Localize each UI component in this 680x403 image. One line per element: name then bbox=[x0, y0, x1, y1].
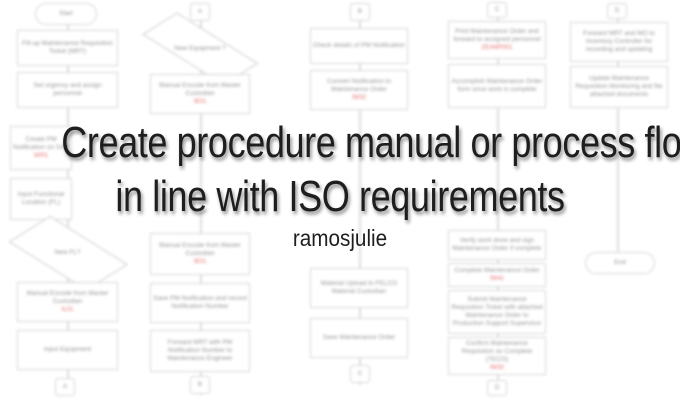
flowchart-node-label: B bbox=[197, 382, 202, 388]
flowchart-node-label: Create PM Notification on SAP bbox=[13, 136, 70, 151]
flowchart-conn: B bbox=[350, 3, 370, 21]
flowchart-node-label: C bbox=[494, 7, 500, 13]
flowchart-node-label: Manual Encode from Master Custodian bbox=[159, 82, 241, 97]
flow-connector-line bbox=[200, 7, 202, 395]
flowchart-node-label: New Equipment ? bbox=[174, 45, 226, 52]
flowchart-node-label: Complete Maintenance Order bbox=[454, 267, 540, 274]
flowchart-node-label: Input Functional Location (FL) bbox=[17, 191, 65, 206]
flowchart-box: Input Functional Location (FL) bbox=[10, 178, 72, 220]
flowchart-node-label: Fill-up Maintenance Requisition Ticket (… bbox=[22, 40, 113, 55]
flowchart-pill: End bbox=[585, 252, 655, 274]
flowchart-node-reference: IW41 bbox=[489, 276, 504, 282]
flowchart-box: Save Maintenance Order bbox=[310, 318, 408, 358]
flowchart-node-label: End bbox=[614, 259, 626, 266]
flowchart-node-label: Convert Notification to Maintenance Orde… bbox=[327, 78, 391, 93]
flowchart-node-label: D bbox=[614, 8, 620, 14]
flowchart-node-label: Check details of PM Notification bbox=[313, 42, 405, 49]
flowchart-node-reference: IW32 bbox=[489, 365, 504, 371]
flowchart-node-label: Update Maintenance Requisition Monitorin… bbox=[575, 75, 663, 98]
author-name: ramosjulie bbox=[292, 225, 388, 251]
flowchart-box: Material Upload to FELCO Material Custod… bbox=[310, 268, 408, 308]
flowchart-node-label: A bbox=[197, 9, 202, 15]
flowchart-node-label: Material Upload to FELCO Material Custod… bbox=[320, 280, 398, 295]
flowchart-node-label: Input Equipment bbox=[43, 346, 92, 353]
flowchart-box: Convert Notification to Maintenance Orde… bbox=[310, 70, 408, 110]
flowchart-node-label: Manual Encode from Master Custodian bbox=[159, 242, 241, 257]
flow-connector-line bbox=[359, 8, 361, 385]
flowchart-node-label: B bbox=[357, 9, 362, 15]
flowchart-box: Check details of PM Notification bbox=[310, 28, 408, 64]
flowchart-box: Input Equipment bbox=[17, 330, 118, 370]
flowchart-box: Set urgency and assign personnel bbox=[17, 72, 118, 108]
flowchart-node-label: Save Maintenance Order bbox=[322, 334, 396, 341]
flowchart-node-reference: IL01 bbox=[61, 307, 74, 313]
flowchart-box: Accomplish Maintenance Order form once w… bbox=[448, 64, 546, 108]
flowchart-box: Forward MRT and MO to Inventory Controll… bbox=[570, 22, 668, 62]
flowchart-box: Update Maintenance Requisition Monitorin… bbox=[570, 66, 668, 108]
flowchart-box: Create PM Notification on SAP WI01 bbox=[10, 126, 72, 170]
flowchart-box: Save PM Notification and record Notifica… bbox=[150, 283, 250, 323]
flowchart-box: Confirm Maintenance Requisition as Compl… bbox=[448, 337, 546, 375]
headline-line-2: in line with ISO requirements bbox=[115, 172, 565, 221]
flowchart-node-reference: WI01 bbox=[33, 153, 48, 159]
flowchart-node-label: Submit Maintenance Requisition Ticket wi… bbox=[451, 296, 543, 327]
flowchart-conn: D bbox=[487, 380, 507, 396]
flowchart-node-reference: IE01 bbox=[193, 259, 207, 265]
flowchart-box: Verify work done and sign Maintenance Or… bbox=[448, 230, 546, 260]
flowchart-node-reference: IW32 bbox=[351, 95, 366, 101]
flowchart-pill: Start bbox=[35, 3, 97, 25]
flowchart-node-label: Set urgency and assign personnel bbox=[33, 82, 102, 97]
flowchart-box: Fill-up Maintenance Requisition Ticket (… bbox=[17, 30, 118, 66]
headline-line-1: Create procedure manual or process flow bbox=[61, 118, 680, 167]
flowchart-box: Forward MRT with PM Notification Number … bbox=[150, 330, 250, 372]
flow-connector-line bbox=[497, 8, 499, 390]
flowchart-diamond: New Equipment ? bbox=[150, 28, 250, 70]
flowchart-conn: B bbox=[190, 376, 210, 394]
flowchart-node-label: Save PM Notification and record Notifica… bbox=[153, 295, 247, 310]
flowchart-node-label: New FL? bbox=[54, 249, 81, 256]
flowchart-node-label: Verify work done and sign Maintenance Or… bbox=[452, 237, 542, 252]
flowchart-box: Print Maintenance Order and forward to a… bbox=[448, 21, 546, 59]
flowchart-node-reference: ZEAMP001 bbox=[481, 45, 513, 51]
flowchart-node-label: Start bbox=[59, 10, 73, 17]
flowchart-conn: D bbox=[607, 3, 627, 19]
flowchart-node-label: D bbox=[494, 385, 500, 391]
flowchart-node-label: Forward MRT and MO to Inventory Controll… bbox=[583, 30, 655, 53]
flowchart-conn: A bbox=[190, 3, 210, 21]
flowchart-conn: C bbox=[487, 2, 507, 18]
flowchart-node-label: Manual Encode from Master Custodian bbox=[26, 290, 109, 305]
flowchart-box: Submit Maintenance Requisition Ticket wi… bbox=[448, 290, 546, 334]
flowchart-conn: A bbox=[55, 378, 75, 396]
flowchart-node-label: Print Maintenance Order and forward to a… bbox=[453, 28, 541, 43]
flowchart-diamond: New FL? bbox=[20, 228, 115, 278]
flowchart-node-label: Forward MRT with PM Notification Number … bbox=[167, 339, 233, 362]
flowchart-node-label: A bbox=[62, 384, 67, 390]
flowchart-node-label: C bbox=[357, 371, 363, 377]
flowchart-conn: C bbox=[350, 365, 370, 383]
flowchart-node-label: Accomplish Maintenance Order form once w… bbox=[451, 78, 543, 93]
flowchart-node-label: Confirm Maintenance Requisition as Compl… bbox=[461, 340, 533, 363]
flowchart-node-reference: IE01 bbox=[193, 99, 207, 105]
flow-connector-line bbox=[617, 8, 619, 260]
